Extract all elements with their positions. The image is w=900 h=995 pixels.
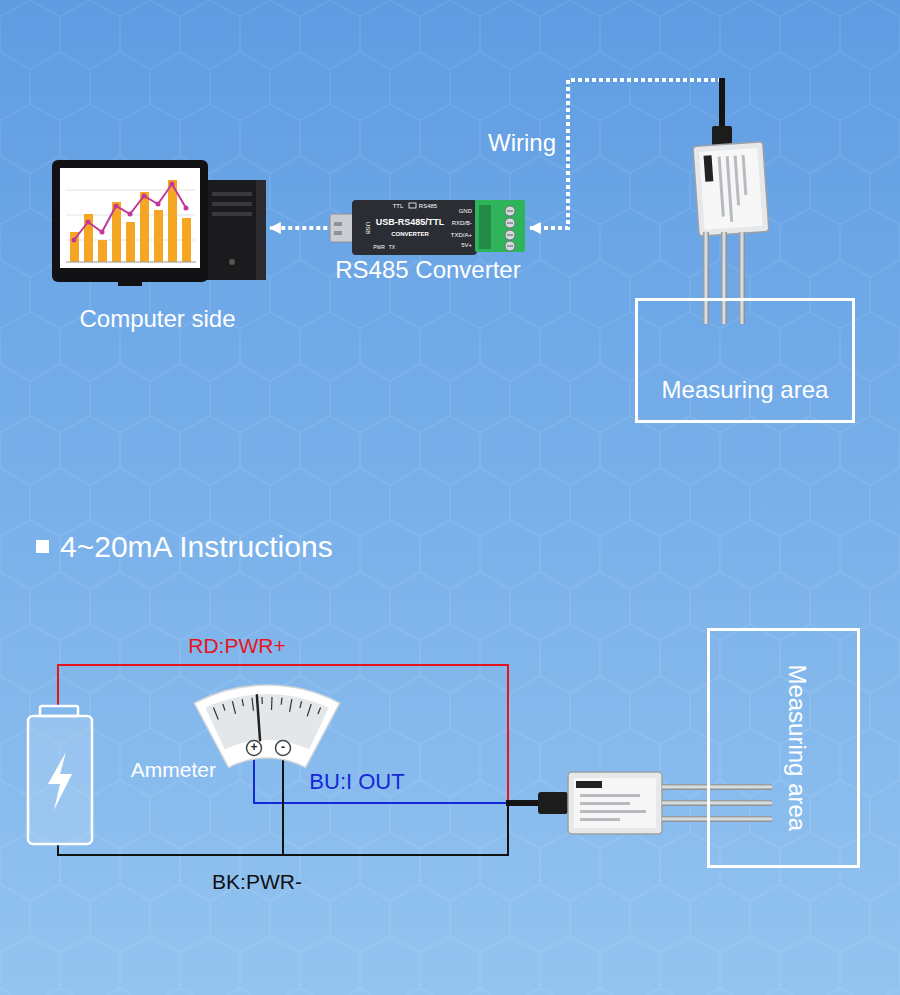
sensor-probe — [693, 78, 769, 324]
ammeter-label: Ammeter — [131, 758, 216, 782]
led-label: TX — [389, 245, 395, 251]
device-print: TTL — [393, 203, 404, 210]
ammeter-node: Ammeter+- — [192, 684, 342, 770]
wire-label: Wiring — [488, 129, 556, 157]
node-label: Measuring area — [662, 376, 829, 404]
computer-illustration — [52, 160, 266, 286]
wire-label: RD:PWR+ — [188, 634, 285, 658]
connector-arrow — [270, 226, 327, 230]
device-print: CONVERTER — [391, 231, 429, 238]
pin-name: TXD/A+ — [451, 232, 472, 239]
sensor-probe — [506, 772, 772, 834]
converter-node: RS485 Converter — [327, 198, 528, 286]
terminal-sign: + — [250, 741, 257, 755]
wire-label: BK:PWR- — [212, 870, 302, 894]
node-label: RS485 Converter — [335, 256, 520, 284]
node-label: Measuring area — [784, 665, 812, 832]
ammeter-shape — [192, 684, 342, 770]
wire-label: BU:I OUT — [309, 769, 404, 794]
pin-name: RXD/B- — [452, 220, 472, 227]
pin-name: 5V+ — [461, 242, 472, 249]
computer-node: Computer side — [45, 155, 270, 335]
converter-illustration — [330, 200, 525, 255]
device-print: USB-RS485/TTL — [376, 217, 445, 227]
measuring-area-box: Measuring area — [635, 298, 855, 423]
pin-name: GND — [459, 208, 472, 215]
circuit-wires — [58, 665, 508, 855]
bullet-square — [36, 540, 49, 553]
terminal-sign: - — [281, 741, 285, 755]
led-label: PWR — [373, 245, 385, 251]
measuring-area-box: Measuring area — [707, 628, 860, 868]
node-label: Computer side — [79, 305, 235, 333]
section-heading: 4~20mA Instructions — [60, 530, 333, 565]
device-print: USB — [365, 222, 372, 234]
battery-symbol — [28, 706, 92, 844]
device-print: RS485 — [419, 203, 437, 210]
